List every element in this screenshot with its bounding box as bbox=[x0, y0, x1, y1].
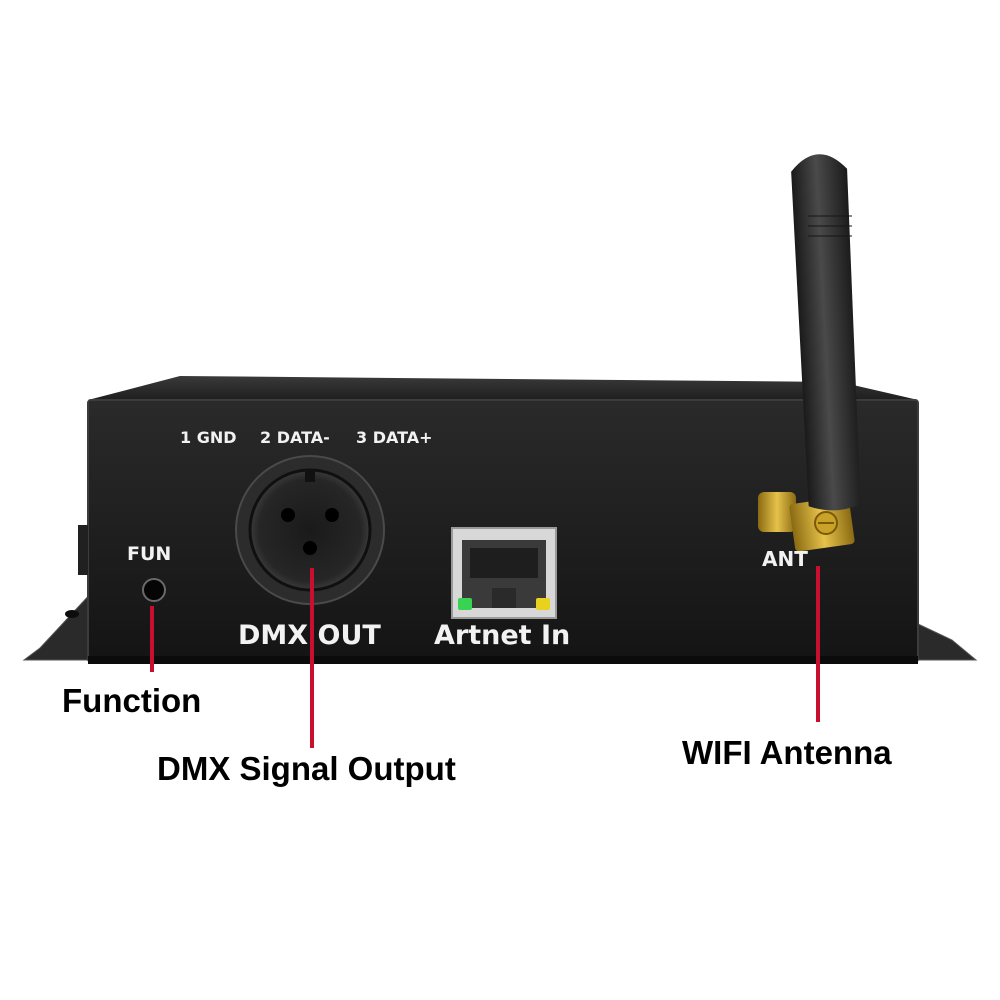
function-button[interactable] bbox=[142, 578, 166, 602]
fun-label: FUN bbox=[127, 543, 172, 565]
rj45-port[interactable] bbox=[451, 527, 557, 619]
wifi-antenna[interactable] bbox=[790, 153, 865, 512]
pin-label-data-minus: 2 DATA- bbox=[260, 428, 330, 447]
left-mounting-flange bbox=[22, 588, 95, 661]
wifi-antenna-callout: WIFI Antenna bbox=[682, 734, 892, 771]
xlr-pin-1-hole bbox=[281, 508, 295, 522]
left-side-tab bbox=[78, 525, 88, 575]
enclosure-bottom-edge bbox=[88, 656, 918, 664]
activity-led-yellow bbox=[536, 598, 550, 610]
xlr-pin-3-hole bbox=[303, 541, 317, 555]
xlr-latch bbox=[305, 470, 315, 482]
pin-label-data-plus: 3 DATA+ bbox=[356, 428, 433, 447]
xlr-connector[interactable] bbox=[235, 455, 385, 605]
dmx-signal-output-callout: DMX Signal Output bbox=[157, 750, 456, 787]
artnet-in-label: Artnet In bbox=[434, 620, 571, 651]
antenna-sma-connector bbox=[758, 492, 855, 552]
dmx-out-label: DMX OUT bbox=[238, 620, 381, 651]
pin-label-gnd: 1 GND bbox=[180, 428, 237, 447]
link-led-green bbox=[458, 598, 472, 610]
xlr-pin-2-hole bbox=[325, 508, 339, 522]
ant-label: ANT bbox=[762, 547, 808, 571]
enclosure-top bbox=[88, 376, 918, 400]
right-mounting-flange bbox=[917, 623, 978, 661]
function-callout: Function bbox=[62, 682, 202, 719]
left-flange-hole bbox=[65, 610, 79, 618]
